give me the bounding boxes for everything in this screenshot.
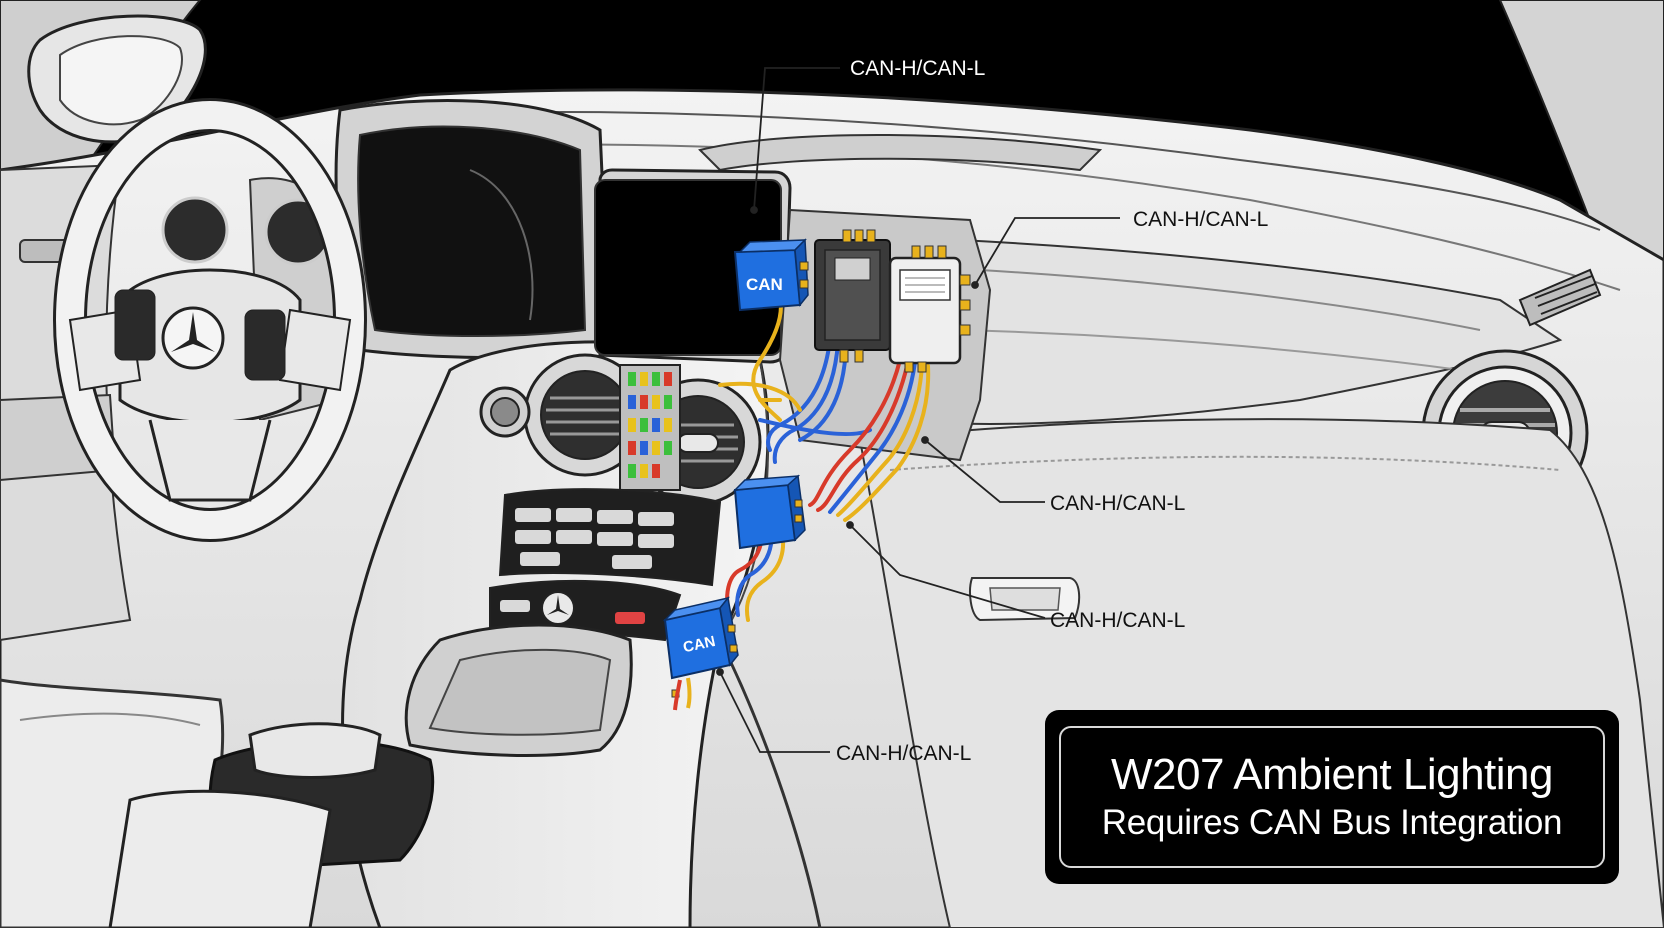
callout-label-5: CAN-H/CAN-L <box>836 742 971 765</box>
armrest <box>108 789 332 928</box>
title-frame: W207 Ambient Lighting Requires CAN Bus I… <box>1059 726 1605 868</box>
callout-label-1: CAN-H/CAN-L <box>850 57 985 80</box>
steering-wheel-icon <box>53 98 367 542</box>
climate-button-row <box>498 488 722 587</box>
title-line-1: W207 Ambient Lighting <box>1110 750 1554 799</box>
center-vent-left <box>523 353 647 477</box>
mercedes-star-icon <box>161 306 225 370</box>
title-line-2: Requires CAN Bus Integration <box>1101 803 1563 842</box>
mercedes-star-icon <box>541 591 575 625</box>
callout-label-4: CAN-H/CAN-L <box>1050 609 1185 632</box>
callout-leaders <box>716 67 1120 753</box>
fuse-block <box>619 364 681 491</box>
relay-module-light <box>888 245 971 373</box>
callout-label-3: CAN-H/CAN-L <box>1050 492 1185 515</box>
can-module-lower: CAN <box>662 596 739 698</box>
defrost-vent <box>698 134 1103 172</box>
can-module-top: CAN <box>733 238 809 312</box>
can-module-lower-label: CAN <box>682 633 717 656</box>
title-panel: W207 Ambient Lighting Requires CAN Bus I… <box>1045 710 1619 884</box>
callout-label-2: CAN-H/CAN-L <box>1133 208 1268 231</box>
can-module-top-label: CAN <box>746 275 783 294</box>
infotainment-display <box>594 168 792 364</box>
touchpad-controller <box>248 722 382 779</box>
can-module-middle <box>732 474 806 550</box>
relay-module-dark <box>814 229 901 363</box>
can-wiring-harness <box>718 278 931 622</box>
